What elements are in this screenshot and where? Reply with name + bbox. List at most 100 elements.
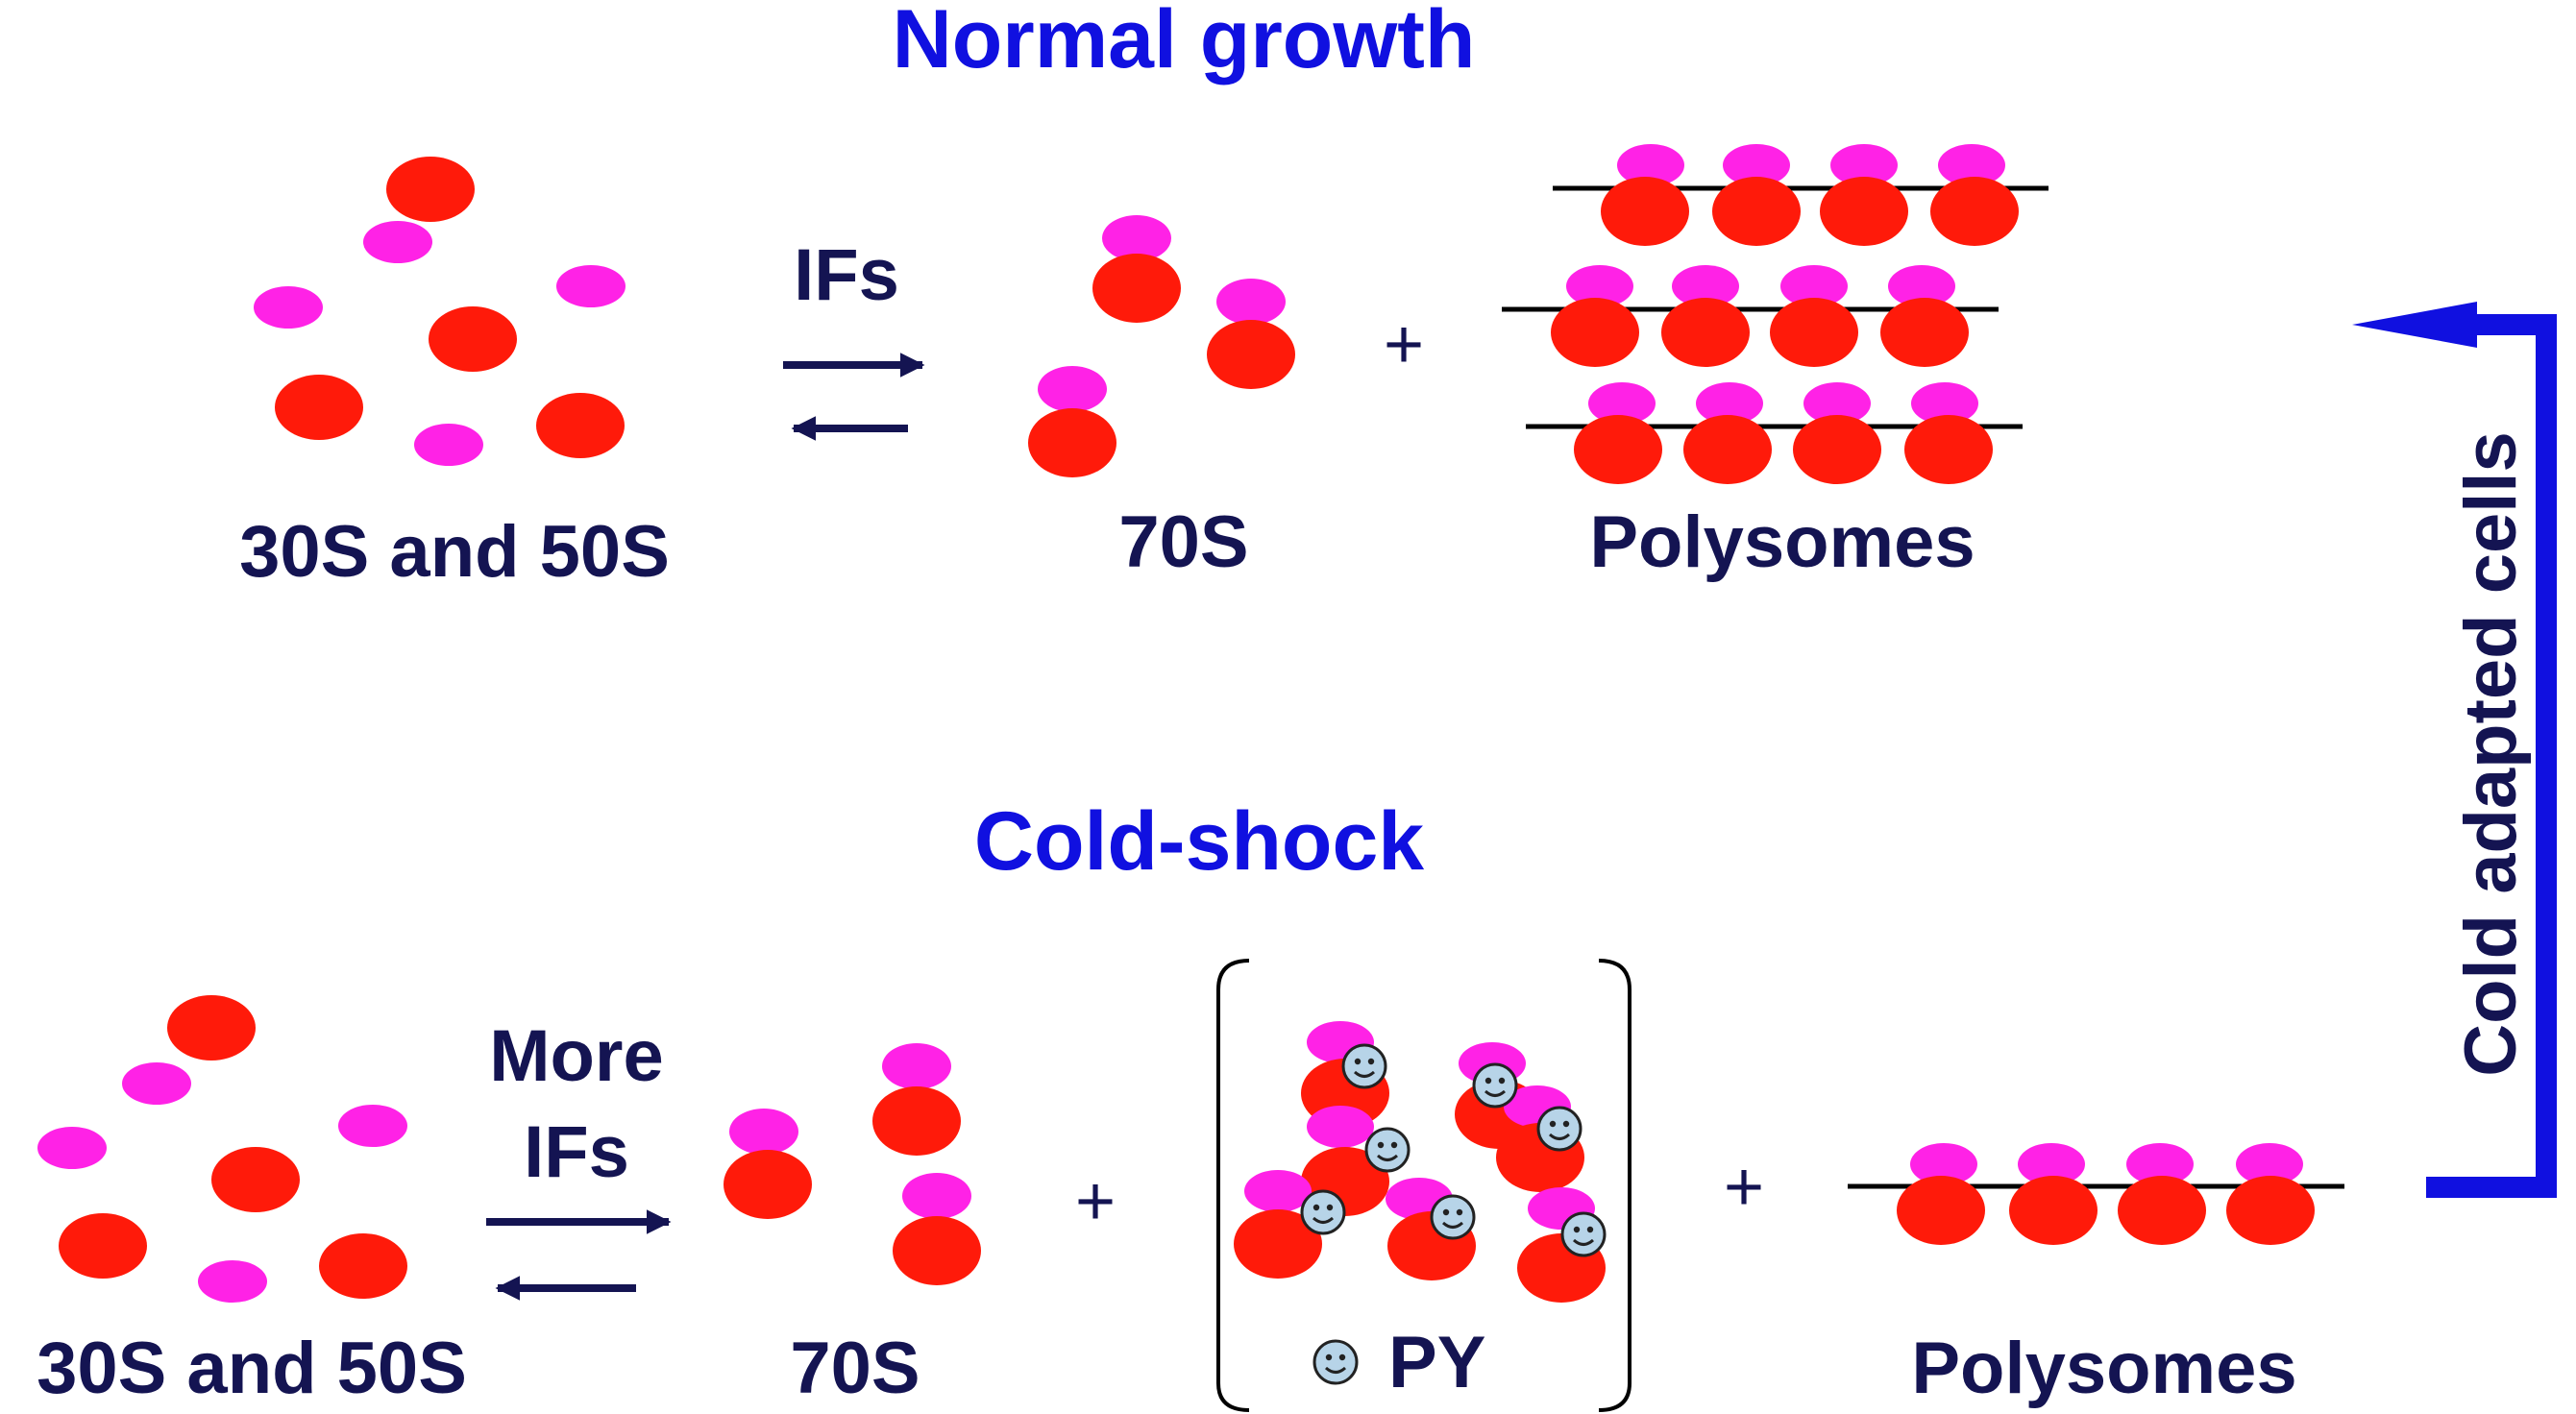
30s-subunit — [1617, 144, 1684, 186]
subunits-label-cold: 30S and 50S — [37, 1328, 467, 1409]
ifs-label: IFs — [794, 234, 899, 316]
30s-subunit — [1696, 382, 1763, 425]
more-ifs-label-line2: IFs — [524, 1111, 629, 1193]
30s-subunit — [1672, 265, 1739, 307]
50s-subunit — [1092, 254, 1181, 323]
50s-subunit — [59, 1213, 147, 1279]
30s-subunit — [198, 1260, 267, 1303]
more-ifs-label-line1: More — [489, 1015, 664, 1097]
30s-subunit — [1244, 1170, 1312, 1212]
50s-subunit — [167, 995, 256, 1060]
30s-subunit — [254, 286, 323, 329]
50s-subunit — [2009, 1176, 2098, 1245]
polysomes-label-normal: Polysomes — [1589, 501, 1975, 583]
monosomes-normal — [1028, 215, 1295, 477]
py-bracket-group: PY — [1216, 959, 1631, 1412]
70s-label-normal: 70S — [1118, 501, 1248, 583]
50s-subunit — [1820, 177, 1908, 246]
30s-subunit — [122, 1062, 191, 1105]
30s-subunit — [1038, 366, 1107, 412]
50s-subunit — [1207, 320, 1295, 389]
left-bracket — [1216, 959, 1250, 1412]
50s-subunit — [275, 375, 363, 440]
50s-subunit — [211, 1147, 300, 1212]
30s-subunit — [1938, 144, 2005, 186]
polysome-row-2 — [1502, 265, 1999, 367]
polysomes-cold — [1848, 1143, 2344, 1245]
50s-subunit — [536, 393, 625, 458]
50s-subunit — [1661, 298, 1750, 367]
30s-subunit — [414, 424, 483, 466]
free-subunits-cold — [37, 995, 407, 1303]
monosomes-cold — [724, 1043, 981, 1285]
50s-subunit — [1880, 298, 1969, 367]
50s-subunit — [386, 157, 475, 222]
smiley-face-icon — [1430, 1194, 1476, 1240]
70s-label-cold: 70S — [790, 1328, 920, 1409]
50s-subunit — [893, 1216, 981, 1285]
50s-subunit — [2226, 1176, 2315, 1245]
50s-subunit — [1601, 177, 1689, 246]
50s-subunit — [2118, 1176, 2206, 1245]
polysomes-label-cold: Polysomes — [1911, 1328, 2296, 1409]
50s-subunit — [1770, 298, 1858, 367]
30s-subunit — [1307, 1106, 1374, 1148]
30s-subunit — [2236, 1143, 2303, 1185]
plus-sign: + — [1075, 1163, 1116, 1240]
py-label: PY — [1388, 1322, 1485, 1403]
smiley-face-icon — [1300, 1189, 1346, 1235]
30s-subunit — [1216, 279, 1286, 325]
50s-subunit — [1793, 415, 1881, 484]
30s-subunit — [1830, 144, 1898, 186]
py-legend-icon — [1313, 1339, 1359, 1385]
30s-subunit — [2126, 1143, 2194, 1185]
50s-subunit — [319, 1233, 407, 1299]
30s-subunit — [363, 221, 432, 263]
smiley-face-icon — [1364, 1127, 1411, 1173]
50s-subunit — [1574, 415, 1662, 484]
30s-subunit — [1780, 265, 1848, 307]
polysomes-normal — [1502, 144, 2049, 484]
30s-subunit — [338, 1105, 407, 1147]
50s-subunit — [1234, 1209, 1322, 1279]
30s-subunit — [556, 265, 626, 307]
50s-subunit — [429, 306, 517, 372]
50s-subunit — [1930, 177, 2019, 246]
cold-adapted-cells-label: Cold adapted cells — [2450, 431, 2532, 1077]
50s-subunit — [872, 1086, 961, 1156]
return-arrow-path — [2426, 314, 2557, 1198]
50s-subunit — [1551, 298, 1639, 367]
subunits-label-normal: 30S and 50S — [239, 511, 670, 593]
30s-subunit — [1723, 144, 1790, 186]
30s-subunit — [729, 1109, 798, 1155]
plus-sign: + — [1384, 306, 1424, 383]
50s-subunit — [1897, 1176, 1985, 1245]
normal-growth-title: Normal growth — [893, 0, 1476, 85]
smiley-face-icon — [1536, 1106, 1582, 1152]
smiley-face-icon — [1472, 1062, 1518, 1109]
50s-subunit — [1683, 415, 1772, 484]
polysome-row-3 — [1526, 382, 2023, 484]
30s-subunit — [902, 1173, 971, 1219]
free-subunits-normal — [254, 157, 626, 466]
smiley-face-icon — [1341, 1043, 1387, 1089]
polysome-row-1 — [1553, 144, 2049, 246]
return-arrow-head — [2352, 302, 2477, 348]
30s-subunit — [1803, 382, 1871, 425]
30s-subunit — [1588, 382, 1656, 425]
plus-sign: + — [1724, 1149, 1764, 1226]
50s-subunit — [724, 1150, 812, 1219]
30s-subunit — [37, 1127, 107, 1169]
30s-subunit — [1910, 1143, 1977, 1185]
30s-subunit — [2018, 1143, 2085, 1185]
smiley-face-icon — [1560, 1211, 1607, 1257]
30s-subunit — [1911, 382, 1978, 425]
30s-subunit — [1102, 215, 1171, 261]
30s-subunit — [1888, 265, 1955, 307]
cold-shock-title: Cold-shock — [974, 795, 1424, 888]
50s-subunit — [1028, 408, 1116, 477]
30s-subunit — [1566, 265, 1633, 307]
right-bracket — [1598, 959, 1631, 1412]
cold-adapted-return-arrow — [2352, 302, 2557, 1198]
50s-subunit — [1712, 177, 1801, 246]
